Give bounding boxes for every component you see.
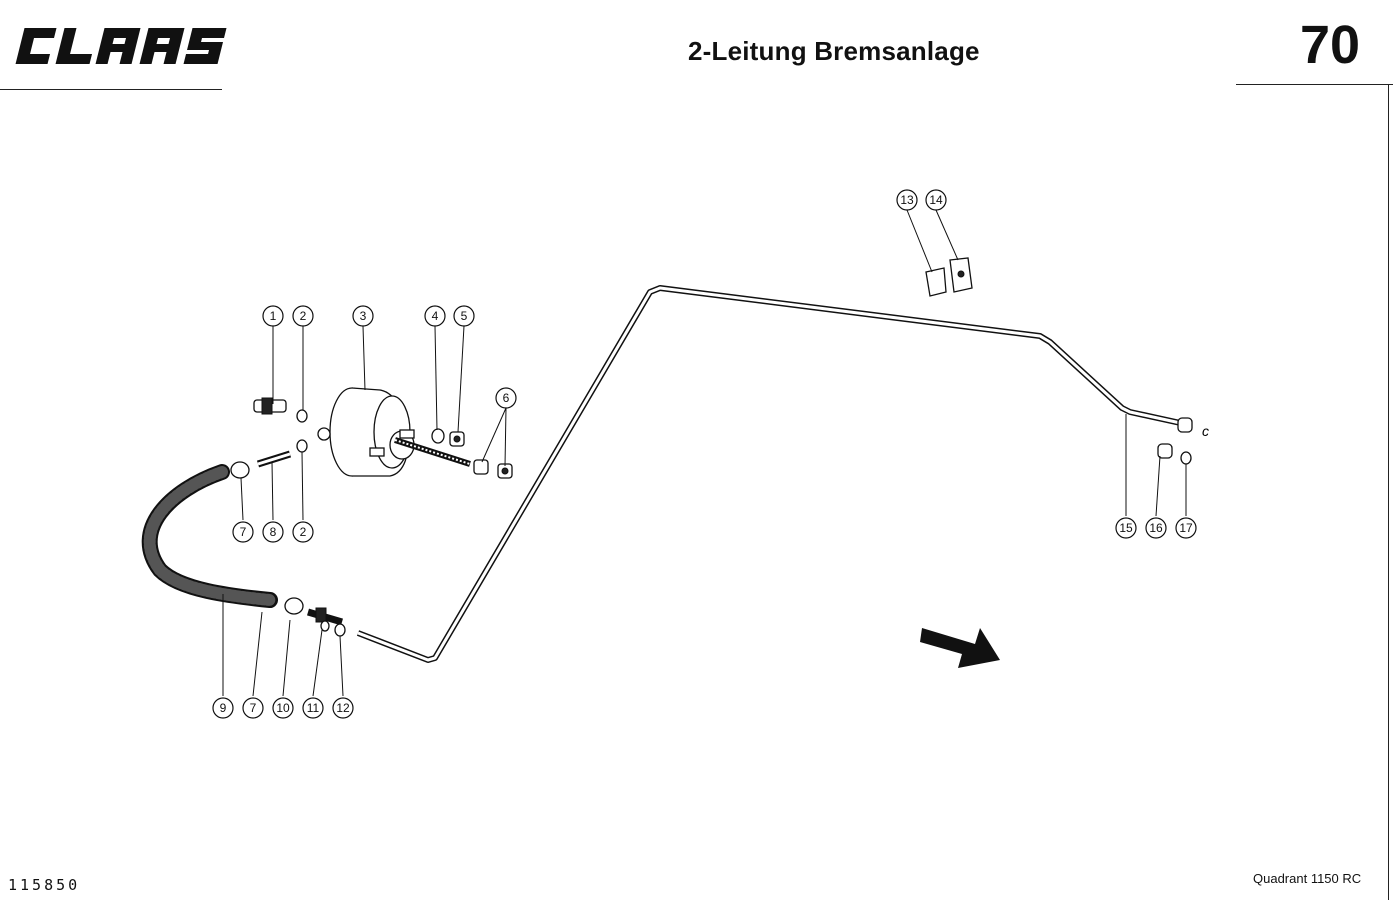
fitting-1 bbox=[253, 397, 287, 415]
svg-text:13: 13 bbox=[900, 193, 914, 207]
o-ring-2-upper bbox=[296, 409, 308, 423]
svg-text:16: 16 bbox=[1149, 521, 1163, 535]
svg-text:5: 5 bbox=[461, 309, 468, 323]
svg-text:4: 4 bbox=[432, 309, 439, 323]
svg-text:10: 10 bbox=[276, 701, 290, 715]
callout-15: 15 bbox=[1115, 517, 1137, 539]
callout-14: 14 bbox=[925, 189, 947, 211]
svg-text:7: 7 bbox=[250, 701, 257, 715]
clamp-7-upper bbox=[230, 461, 250, 479]
brake-hose bbox=[141, 464, 278, 608]
callout-13: 13 bbox=[896, 189, 918, 211]
nut-16 bbox=[1157, 443, 1173, 459]
svg-text:11: 11 bbox=[307, 701, 320, 715]
right-border bbox=[1388, 84, 1389, 900]
callout-16: 16 bbox=[1145, 517, 1167, 539]
callout-8: 8 bbox=[262, 521, 284, 543]
svg-text:2: 2 bbox=[300, 309, 307, 323]
connector-8 bbox=[256, 450, 292, 468]
svg-text:14: 14 bbox=[929, 193, 943, 207]
washer-4 bbox=[431, 428, 445, 444]
callout-5: 5 bbox=[453, 305, 475, 327]
svg-text:3: 3 bbox=[360, 309, 367, 323]
leader-lines bbox=[222, 209, 1187, 697]
clip-14 bbox=[949, 257, 973, 293]
brake-cylinder bbox=[317, 387, 471, 477]
ring-12 bbox=[334, 623, 346, 637]
header-left-rule bbox=[0, 89, 222, 90]
clamp-7-lower bbox=[284, 597, 304, 615]
page-title: 2-Leitung Bremsanlage bbox=[688, 36, 980, 66]
callout-9: 9 bbox=[212, 697, 234, 719]
nuts-6 bbox=[473, 459, 513, 479]
brake-line bbox=[356, 285, 1186, 663]
ring-11 bbox=[320, 620, 330, 632]
svg-text:2: 2 bbox=[300, 525, 307, 539]
model-name: Quadrant 1150 RC bbox=[1253, 871, 1362, 886]
callout-2-top: 2 bbox=[292, 305, 314, 327]
callout-7-upper: 7 bbox=[232, 521, 254, 543]
connection-letter: c bbox=[1202, 423, 1209, 439]
callout-11: 11 bbox=[302, 697, 324, 719]
callout-10: 10 bbox=[272, 697, 294, 719]
page-number: 70 bbox=[1300, 15, 1361, 75]
svg-text:8: 8 bbox=[270, 525, 277, 539]
callout-4: 4 bbox=[424, 305, 446, 327]
callout-1: 1 bbox=[262, 305, 284, 327]
connector-10 bbox=[307, 607, 343, 626]
svg-text:17: 17 bbox=[1179, 521, 1193, 535]
svg-text:12: 12 bbox=[336, 701, 350, 715]
callout-7-lower: 7 bbox=[242, 697, 264, 719]
header-right-rule bbox=[1236, 84, 1393, 85]
callout-6: 6 bbox=[495, 387, 517, 409]
direction-arrow bbox=[920, 628, 1000, 668]
callout-3: 3 bbox=[352, 305, 374, 327]
claas-logo bbox=[15, 28, 227, 64]
callout-17: 17 bbox=[1175, 517, 1197, 539]
o-ring-2-lower bbox=[296, 439, 308, 453]
svg-text:1: 1 bbox=[270, 309, 277, 323]
svg-text:9: 9 bbox=[220, 701, 227, 715]
svg-text:6: 6 bbox=[503, 391, 510, 405]
ring-17 bbox=[1180, 451, 1192, 465]
nut-5 bbox=[449, 431, 465, 447]
drawing-id: 115850 bbox=[8, 876, 81, 894]
pipe-end-fitting bbox=[1177, 417, 1193, 433]
callout-12: 12 bbox=[332, 697, 354, 719]
callout-2-bottom: 2 bbox=[292, 521, 314, 543]
clip-13 bbox=[925, 267, 947, 297]
svg-text:7: 7 bbox=[240, 525, 247, 539]
svg-text:15: 15 bbox=[1119, 521, 1133, 535]
